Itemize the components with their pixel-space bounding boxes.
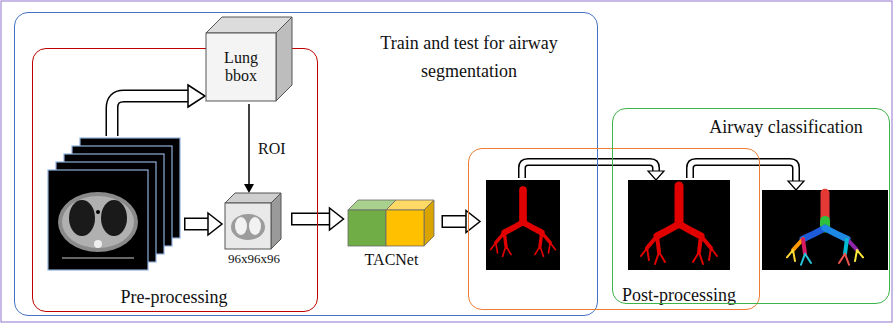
arrow-head [330,208,344,230]
text-slot: Train and test for airway segmentation [375,29,563,85]
group-box: Train and test for airway segmentationPr… [14,12,598,316]
network-label: TACNet [346,250,438,270]
cube-label: Lung bbox [213,49,269,85]
connector-fill [293,214,333,224]
connector-fill [443,217,469,227]
network-block: TACNet [346,196,438,272]
size-label: 96x96x96 [221,251,287,267]
hollow-arrow [184,213,222,235]
group-label: Airway classification [689,115,883,139]
group-box: Pre-processing Lung bbox 96x96x96 [32,48,318,312]
roi-cube: 96x96x96 [221,191,287,271]
group-box: Airway classification [612,108,890,304]
connector [442,211,481,233]
bbox-cube: Lung bbox [204,15,294,103]
curved-arrow [690,162,804,190]
curved-arrow [522,162,664,180]
text-slot: Pre-processing [33,285,316,309]
edge-label: ROI [257,139,287,159]
group-box: Post-processing [468,148,760,310]
connector-outline [291,213,332,226]
connector-outline [442,215,469,228]
text-slot: 96x96x96 [221,251,287,267]
segmentation-image [486,180,560,270]
connector [244,104,254,193]
connector-line [248,104,250,187]
refined-image [628,180,730,270]
text-slot: TACNet [346,250,438,270]
text-slot: Lung bbox [213,49,269,85]
text-slot: Airway classification [689,115,883,139]
group-label: Pre-processing [33,285,316,309]
network-outline [346,196,438,250]
arrow-head [244,184,254,193]
classified-image [762,190,888,270]
hollow-arrow [112,85,205,137]
group-label: Train and test for airway segmentation [375,29,563,85]
text-slot: ROI [257,139,287,159]
ct-stack [48,138,180,270]
